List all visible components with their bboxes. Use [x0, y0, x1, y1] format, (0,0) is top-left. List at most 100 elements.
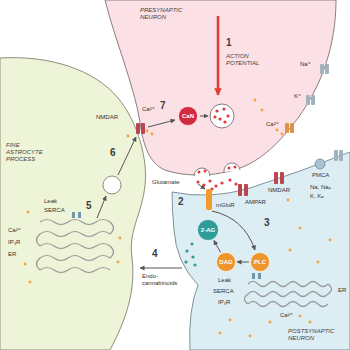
calcium-ion — [299, 227, 302, 230]
part-label: Na⁺ — [300, 61, 311, 68]
molecule-circle: PLC — [250, 252, 270, 272]
text-slot: SERCA — [213, 288, 234, 295]
calcium-ion — [127, 135, 130, 138]
text-slot: DAG — [216, 252, 236, 272]
calcium-ion — [29, 281, 32, 284]
glutamate-dot — [208, 179, 211, 182]
signal-arrow — [198, 184, 205, 189]
cell-region: 2-AGDAGPLCPOSTSYNAPTIC NEURON — [165, 148, 350, 350]
calcium-ion — [24, 99, 332, 338]
calcium-ion — [309, 321, 312, 324]
receptor-channel — [72, 64, 343, 279]
signal-arrow — [148, 120, 175, 127]
part-label: Ca²⁺ — [266, 121, 279, 128]
endocannabinoid-dot — [185, 249, 188, 252]
molecule-name: PLC — [254, 259, 266, 266]
part-label: ER — [338, 287, 346, 294]
glutamate-dot — [222, 107, 225, 110]
region-title: ACTION POTENTIAL — [226, 53, 264, 67]
molecule-circle: 2-AG — [197, 219, 219, 241]
text-slot: ER — [8, 251, 16, 258]
action-potential-arrow — [217, 16, 220, 95]
signal-arrow — [97, 116, 255, 268]
calcium-ion — [254, 99, 257, 102]
action-potential-arrow — [218, 16, 219, 95]
astrocyte-vesicle — [103, 176, 121, 194]
receptor-channel — [238, 184, 242, 196]
text-slot: Leak — [44, 198, 57, 205]
text-slot: 3 — [264, 218, 270, 228]
receptor-channel — [136, 123, 140, 134]
part-label: Endo-cannabinoids — [142, 273, 184, 287]
region-outline — [0, 52, 156, 350]
glutamate-dot — [198, 171, 201, 174]
glutamate-dot — [214, 184, 217, 187]
calcium-ion — [229, 319, 232, 322]
glutamate-dot — [204, 170, 207, 173]
text-slot: K, Kₐ — [310, 193, 324, 200]
glutamate-dot — [107, 107, 238, 190]
region-title: PRESYNAPTIC NEURON — [140, 7, 190, 21]
receptor-channel — [252, 273, 255, 279]
text-slot: Ca²⁺ — [142, 106, 155, 113]
calcium-ion — [299, 315, 302, 318]
receptor-channel — [339, 150, 343, 161]
receptor-channel — [290, 123, 294, 133]
receptor-channel — [72, 212, 75, 218]
endoplasmic-reticulum — [40, 256, 110, 261]
callout-number: 3 — [264, 218, 270, 228]
signal-arrow — [118, 137, 136, 175]
part-label: SERCA — [213, 288, 234, 295]
glutamate-dot — [215, 109, 218, 112]
text-slot: Glutamate — [152, 179, 180, 186]
text-slot: Na, Naₚ — [310, 184, 331, 191]
calcium-ion — [219, 332, 222, 335]
molecule-circle: DAG — [216, 252, 236, 272]
part-label: mGluR — [216, 202, 235, 209]
receptor-channel — [280, 172, 284, 184]
endoplasmic-reticulum — [37, 222, 114, 270]
molecule-name: DAG — [219, 259, 232, 266]
text-slot: NMDAR — [96, 114, 118, 121]
text-slot: AMPAR — [245, 199, 266, 206]
text-slot: Leak — [218, 277, 231, 284]
part-label: Ca²⁺ — [142, 106, 155, 113]
text-slot: Endo-cannabinoids — [142, 273, 184, 287]
receptor-channel — [141, 123, 145, 134]
molecule-disc — [179, 107, 198, 126]
part-label: SERCA — [44, 207, 65, 214]
calcium-ion — [289, 249, 292, 252]
endoplasmic-reticulum — [40, 220, 110, 225]
endoplasmic-reticulum — [248, 282, 328, 287]
callout-number: 2 — [178, 197, 184, 207]
text-slot: ER — [338, 287, 346, 294]
reaction-arrow — [237, 262, 249, 263]
text-slot: K⁺ — [294, 93, 301, 100]
text-slot: 2-AG — [197, 219, 219, 241]
endoplasmic-reticulum — [40, 268, 110, 273]
part-label: NMDAR — [96, 114, 118, 121]
callout-number: 5 — [86, 201, 92, 211]
part-label: PMCA — [312, 172, 329, 179]
text-slot: Ca²⁺ — [8, 227, 21, 234]
calcium-ion — [317, 261, 320, 264]
endoplasmic-reticulum — [245, 284, 332, 304]
astrocyte-vesicle — [103, 176, 121, 194]
glutamate-dot — [223, 120, 226, 123]
text-slot: ACTION POTENTIAL — [226, 53, 264, 67]
signal-arrow — [140, 268, 182, 269]
presynaptic-vesicle — [194, 104, 240, 176]
text-slot: PMCA — [312, 172, 329, 179]
cell-membrane — [0, 58, 146, 350]
text-slot: mGluR — [216, 202, 235, 209]
text-slot: 1 — [226, 38, 232, 48]
calcium-ion — [276, 129, 279, 132]
endocannabinoid-dot — [193, 263, 196, 266]
glutamate-dot — [213, 115, 216, 118]
glutamate-dot — [228, 167, 231, 170]
receptor-channel — [258, 273, 261, 279]
molecule-name: CaN — [182, 113, 194, 120]
